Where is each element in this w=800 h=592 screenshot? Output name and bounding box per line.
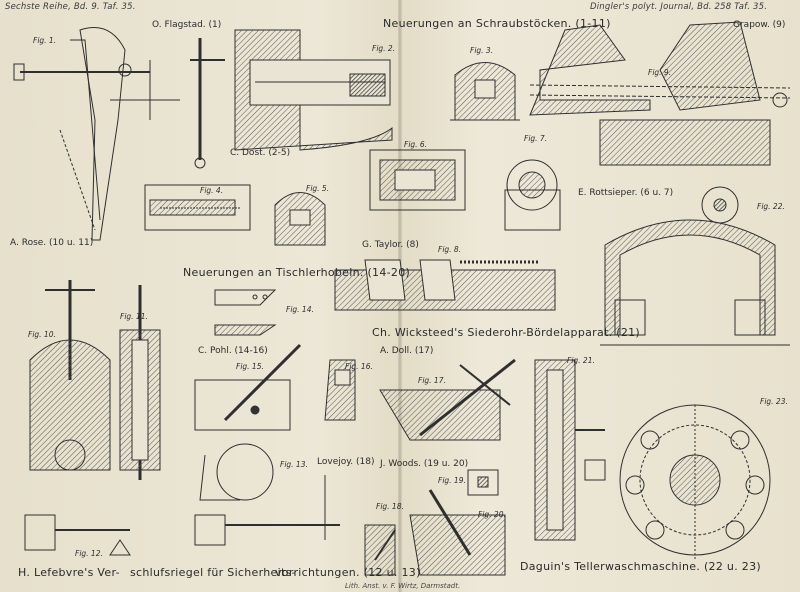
fig6-drawing	[369, 149, 466, 211]
fig12-drawing	[24, 514, 131, 556]
fig18-drawing	[364, 524, 396, 576]
fig-label-13: Fig. 13.	[280, 460, 308, 469]
author-lovejoy: Lovejoy. (18)	[317, 457, 375, 467]
fig-label-2: Fig. 2.	[372, 44, 396, 53]
fig16-drawing	[324, 359, 356, 421]
author-dost: C. Dost. (2-5)	[230, 148, 291, 158]
fig17-drawing	[379, 358, 516, 441]
journal-volume-plate: Dingler's polyt. Journal, Bd. 258 Taf. 3…	[590, 2, 768, 12]
fig11-drawing	[119, 285, 161, 480]
fig5-drawing	[274, 192, 326, 246]
author-rose: A. Rose. (10 u. 11)	[10, 238, 94, 248]
lithography-imprint: Lith. Anst. v. F. Wirtz, Darmstadt.	[345, 582, 461, 590]
fig7-drawing	[504, 159, 561, 231]
fig-label-5: Fig. 5.	[306, 184, 330, 193]
title-daguin: Daguin's Tellerwaschmaschine. (22 u. 23)	[520, 560, 761, 573]
fig-label-16: Fig. 16.	[345, 362, 373, 371]
title-lefebvre-1: H. Lefebvre's Ver-	[18, 566, 120, 579]
fig-label-4: Fig. 4.	[200, 186, 224, 195]
title-schraubstoecke: Neuerungen an Schraubstöcken. (1-11)	[383, 17, 611, 30]
fig-label-22: Fig. 22.	[757, 202, 785, 211]
fig10-drawing	[29, 280, 111, 471]
fig-label-20: Fig. 20.	[478, 510, 506, 519]
fig14-drawing	[214, 289, 277, 336]
fig-handle-drawing	[190, 38, 225, 169]
fig-label-23: Fig. 23.	[760, 397, 788, 406]
author-grapow: Grapow. (9)	[733, 20, 786, 30]
fig-label-6: Fig. 6.	[404, 140, 428, 149]
author-taylor: G. Taylor. (8)	[362, 240, 419, 250]
author-rottsieper: E. Rottsieper. (6 u. 7)	[578, 188, 674, 198]
fig13-drawing	[194, 443, 340, 546]
fig8-drawing	[334, 259, 556, 311]
title-lefebvre-2: schlufsriegel für Sicherheits-	[130, 566, 296, 579]
fig-label-14: Fig. 14.	[286, 305, 314, 314]
fig1-vise-drawing	[13, 27, 180, 241]
fig-label-11: Fig. 11.	[120, 312, 148, 321]
series-volume-plate: Sechste Reihe, Bd. 9. Taf. 35.	[5, 2, 136, 12]
fig15-drawing	[194, 343, 302, 431]
fig-label-18: Fig. 18.	[376, 502, 404, 511]
author-woods: J. Woods. (19 u. 20)	[380, 459, 469, 469]
author-flagstad: O. Flagstad. (1)	[152, 20, 222, 30]
title-lefebvre-3: vorrichtungen. (12 u. 13)	[275, 566, 421, 579]
fig-label-1: Fig. 1.	[33, 36, 57, 45]
fig2-vise-drawing	[234, 29, 393, 151]
author-pohl: C. Pohl. (14-16)	[198, 346, 268, 356]
fig-label-9: Fig. 9.	[648, 68, 672, 77]
fig19-drawing	[467, 469, 499, 496]
fig-label-7: Fig. 7.	[524, 134, 548, 143]
fig-label-10: Fig. 10.	[28, 330, 56, 339]
fig-label-8: Fig. 8.	[438, 245, 462, 254]
author-doll: A. Doll. (17)	[380, 346, 434, 356]
fig4-drawing	[144, 184, 251, 231]
fig-label-19: Fig. 19.	[438, 476, 466, 485]
fig23-drawing	[619, 404, 771, 560]
title-tischlerhobeln: Neuerungen an Tischlerhobeln. (14-20)	[183, 266, 411, 279]
fig-label-17: Fig. 17.	[418, 376, 446, 385]
fig-label-3: Fig. 3.	[470, 46, 494, 55]
fig3-drawing	[450, 62, 520, 121]
fig22-machine-drawing	[600, 186, 790, 346]
fig-label-12: Fig. 12.	[75, 549, 103, 558]
fig21-drawing	[534, 359, 606, 541]
fig9-vise-drawing	[529, 21, 791, 166]
title-wicksteed: Ch. Wicksteed's Siederohr-Bördelapparat.…	[372, 326, 641, 339]
fig-label-15: Fig. 15.	[236, 362, 264, 371]
fig20-drawing	[409, 489, 506, 576]
fig-label-21: Fig. 21.	[567, 356, 595, 365]
